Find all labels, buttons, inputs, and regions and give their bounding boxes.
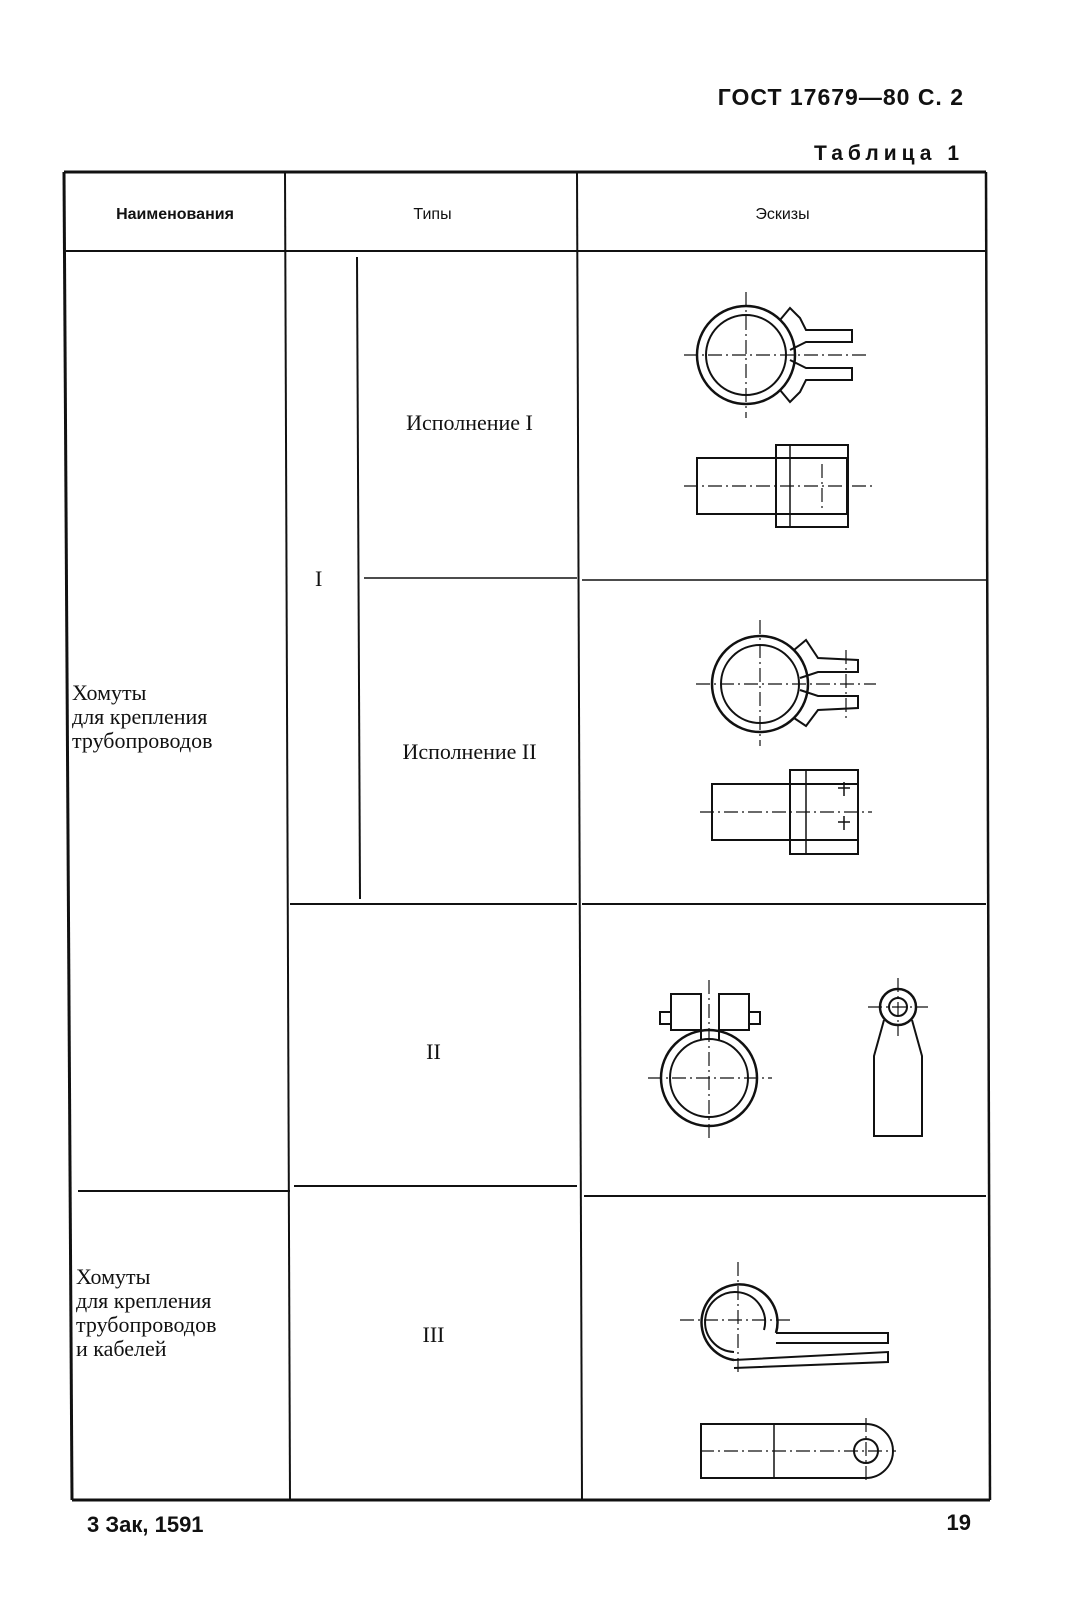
type-II-label: II	[426, 1039, 441, 1064]
column-header-types: Типы	[413, 206, 452, 223]
row-name-pipeline-cable-clamps: Хомуты для крепления трубопроводов и каб…	[76, 1264, 217, 1361]
order-number: 3 Зак, 1591	[87, 1512, 204, 1537]
type-I-label: I	[315, 566, 323, 591]
table-label: Таблица 1	[813, 142, 964, 165]
column-header-names: Наименования	[116, 206, 234, 223]
row-name-pipeline-clamps: Хомуты для крепления трубопроводов	[72, 680, 213, 753]
page-number: 19	[946, 1510, 971, 1535]
variant-2-label: Исполнение II	[402, 739, 537, 764]
standard-header: ГОСТ 17679—80 С. 2	[717, 84, 964, 110]
column-header-sketches: Эскизы	[755, 206, 810, 223]
type-III-label: III	[422, 1322, 445, 1347]
variant-1-label: Исполнение I	[406, 410, 533, 435]
